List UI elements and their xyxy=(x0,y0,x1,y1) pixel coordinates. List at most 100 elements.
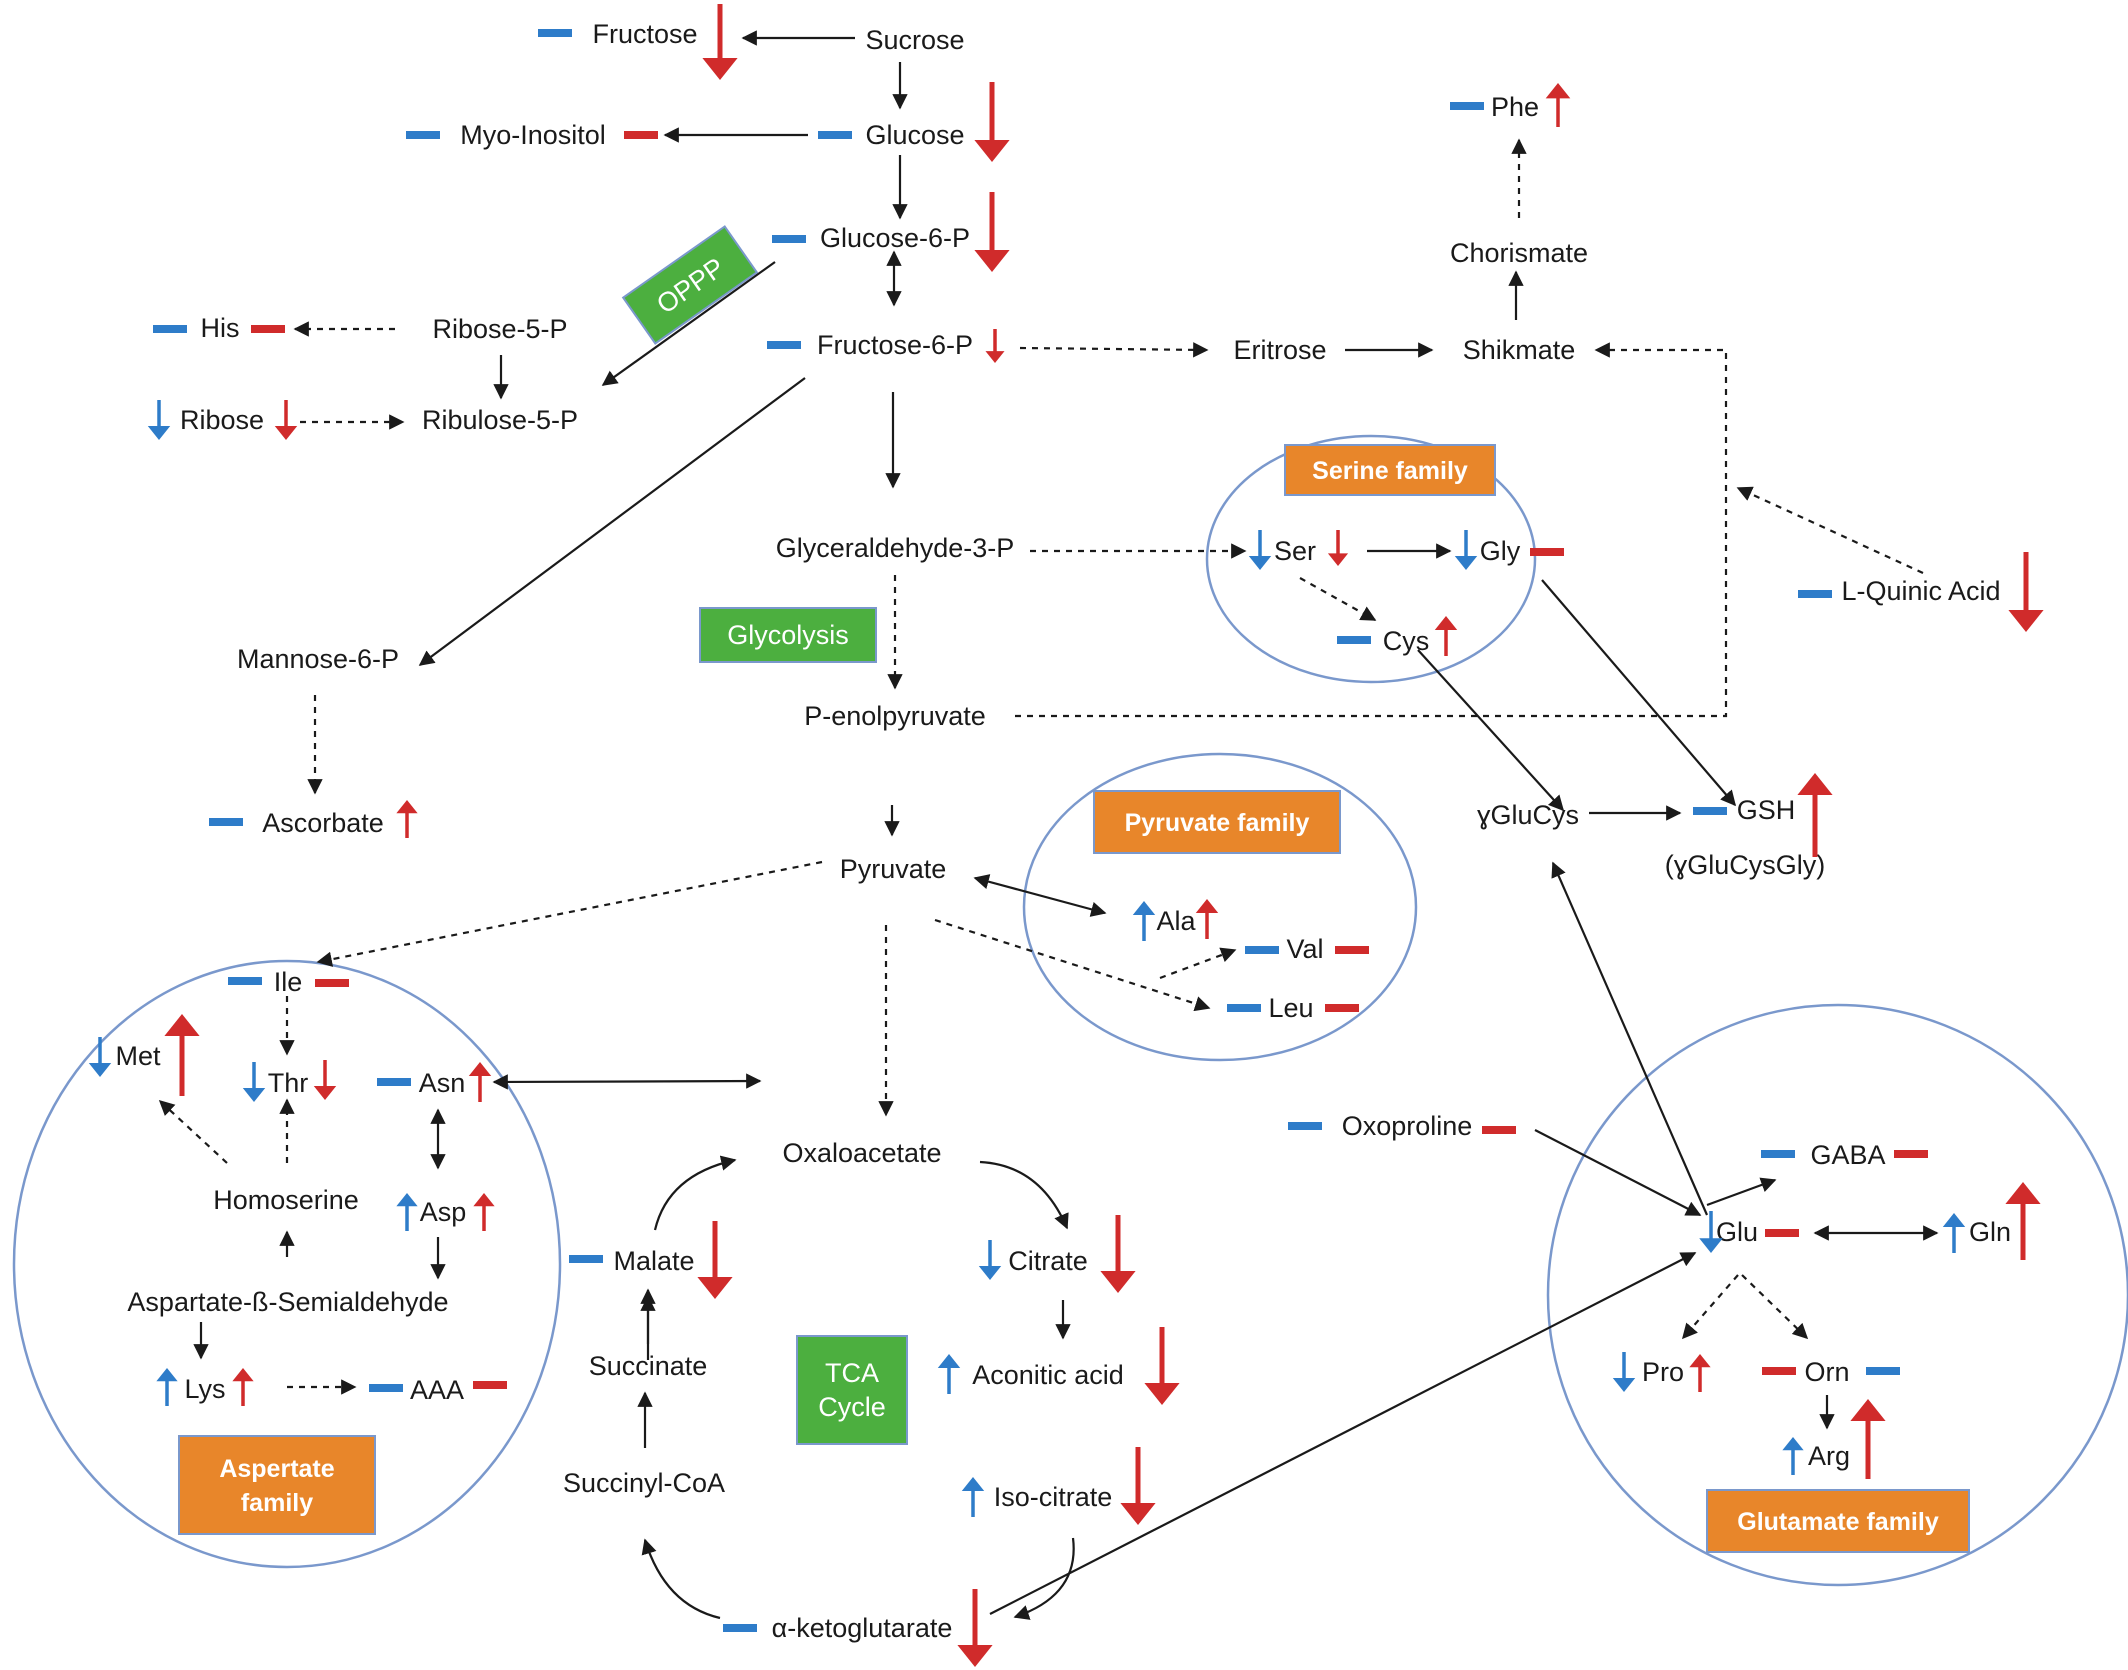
asp-increase-arrow-icon xyxy=(473,1193,495,1231)
label-succinyl-coa: Succinyl-CoA xyxy=(563,1468,725,1498)
arg-increase-arrow-icon xyxy=(1850,1399,1886,1479)
label-glyceraldehyde-3p: Glyceraldehyde-3-P xyxy=(776,533,1015,563)
glu-no-change-icon xyxy=(1765,1229,1799,1237)
tca-label-line2: Cycle xyxy=(818,1392,886,1422)
label-oxaloacetate: Oxaloacetate xyxy=(782,1138,941,1168)
ascorbate-increase-arrow-icon xyxy=(396,800,418,838)
lys-increase-arrow-icon xyxy=(156,1368,178,1406)
label-oxoproline: Oxoproline xyxy=(1342,1111,1473,1141)
cys-no-change-icon xyxy=(1337,636,1371,644)
family-circles xyxy=(12,434,2128,1587)
label-fructose-6p: Fructose-6-P xyxy=(817,330,973,360)
aspartate-label-line2: family xyxy=(241,1489,313,1517)
reaction-arrows-solid xyxy=(193,30,1939,1615)
l-quinic-acid-decrease-arrow-icon xyxy=(2008,552,2044,632)
change-indicators xyxy=(88,4,2044,1667)
label-thr: Thr xyxy=(268,1068,309,1098)
tca-curves xyxy=(641,1155,1075,1620)
label-aconitic-acid: Aconitic acid xyxy=(972,1360,1124,1390)
orn-no-change-icon xyxy=(1762,1367,1796,1375)
oxoproline-no-change-icon xyxy=(1288,1122,1322,1130)
malate-no-change-icon xyxy=(569,1255,603,1263)
label-gaba: GABA xyxy=(1810,1140,1885,1170)
label-glucose-6p: Glucose-6-P xyxy=(820,223,970,253)
label-shikmate: Shikmate xyxy=(1463,335,1576,365)
label-eritrose: Eritrose xyxy=(1233,335,1326,365)
fructose-decrease-arrow-icon xyxy=(702,4,738,80)
ile-no-change-icon xyxy=(315,979,349,987)
gaba-no-change-icon xyxy=(1894,1150,1928,1158)
serine-family-circle xyxy=(1205,434,1537,684)
lys-increase-arrow-icon xyxy=(232,1368,254,1406)
label-chorismate: Chorismate xyxy=(1450,238,1588,268)
met-decrease-arrow-icon xyxy=(88,1037,112,1077)
label-ser: Ser xyxy=(1274,536,1316,566)
citrate-decrease-arrow-icon xyxy=(978,1240,1002,1280)
label-citrate: Citrate xyxy=(1008,1246,1088,1276)
asn-no-change-icon xyxy=(377,1078,411,1086)
iso-citrate-increase-arrow-icon xyxy=(961,1477,985,1517)
label-pyruvate: Pyruvate xyxy=(840,854,947,884)
aspartate-family-box: Aspertate family xyxy=(178,1435,376,1535)
a-ketoglutarate-no-change-icon xyxy=(723,1624,757,1632)
ser-decrease-arrow-icon xyxy=(1327,530,1349,566)
label-sucrose: Sucrose xyxy=(865,25,964,55)
myo-inositol-no-change-icon xyxy=(624,131,658,139)
val-no-change-icon xyxy=(1245,946,1279,954)
asp-increase-arrow-icon xyxy=(396,1193,418,1231)
label-his: His xyxy=(201,313,240,343)
val-no-change-icon xyxy=(1335,946,1369,954)
his-no-change-icon xyxy=(153,325,187,333)
label-l-quinic-acid: L-Quinic Acid xyxy=(1841,576,2000,606)
glucose-6p-no-change-icon xyxy=(772,235,806,243)
leu-no-change-icon xyxy=(1325,1004,1359,1012)
label-p-enolpyruvate: P-enolpyruvate xyxy=(804,701,986,731)
cys-increase-arrow-icon xyxy=(1434,616,1458,656)
label-glucose: Glucose xyxy=(865,120,964,150)
phe-increase-arrow-icon xyxy=(1545,83,1571,127)
tca-cycle-box: TCA Cycle xyxy=(796,1335,908,1445)
label-arg: Arg xyxy=(1808,1441,1850,1471)
label-gglucys: ɣGluCys xyxy=(1477,800,1579,830)
ala-increase-arrow-icon xyxy=(1132,901,1156,941)
label-gln: Gln xyxy=(1969,1217,2011,1247)
label-ribulose-5p: Ribulose-5-P xyxy=(422,405,578,435)
label-iso-citrate: Iso-citrate xyxy=(994,1482,1113,1512)
pathway-boxes: OPPP Glycolysis TCA Cycle Serine family … xyxy=(178,225,1970,1553)
label-fructose: Fructose xyxy=(592,19,697,49)
label-homoserine: Homoserine xyxy=(213,1185,359,1215)
serine-family-box: Serine family xyxy=(1284,444,1496,496)
gly-decrease-arrow-icon xyxy=(1454,530,1478,570)
gln-increase-arrow-icon xyxy=(2005,1182,2041,1260)
fructose-6p-no-change-icon xyxy=(767,341,801,349)
glutamate-family-circle xyxy=(1546,1003,2128,1587)
pep-shikmate-connector xyxy=(1015,342,1728,718)
gaba-no-change-icon xyxy=(1761,1150,1795,1158)
label-gsh: GSH xyxy=(1737,795,1796,825)
serine-family-label: Serine family xyxy=(1312,457,1468,485)
label-succinate: Succinate xyxy=(589,1351,708,1381)
ala-increase-arrow-icon xyxy=(1195,899,1219,939)
ribose-decrease-arrow-icon xyxy=(147,400,171,440)
ascorbate-no-change-icon xyxy=(209,818,243,826)
orn-no-change-icon xyxy=(1866,1367,1900,1375)
label-ribose-5p: Ribose-5-P xyxy=(432,314,567,344)
thr-decrease-arrow-icon xyxy=(313,1060,337,1100)
ile-no-change-icon xyxy=(228,977,262,985)
glutamate-family-box: Glutamate family xyxy=(1706,1489,1970,1553)
arg-increase-arrow-icon xyxy=(1782,1437,1804,1475)
glucose-decrease-arrow-icon xyxy=(974,82,1010,162)
leu-no-change-icon xyxy=(1227,1004,1261,1012)
pyruvate-family-label: Pyruvate family xyxy=(1125,809,1310,837)
label-malate: Malate xyxy=(613,1246,694,1276)
tca-label-line1: TCA xyxy=(825,1358,879,1388)
label-glu: Glu xyxy=(1716,1217,1758,1247)
gsh-increase-arrow-icon xyxy=(1797,773,1833,857)
label-orn: Orn xyxy=(1804,1357,1849,1387)
reaction-arrows-dashed xyxy=(158,138,1924,1395)
aconitic-acid-decrease-arrow-icon xyxy=(1144,1327,1180,1405)
aspartate-label-line1: Aspertate xyxy=(219,1455,334,1483)
malate-decrease-arrow-icon xyxy=(697,1221,733,1299)
label-myo-inositol: Myo-Inositol xyxy=(460,120,606,150)
